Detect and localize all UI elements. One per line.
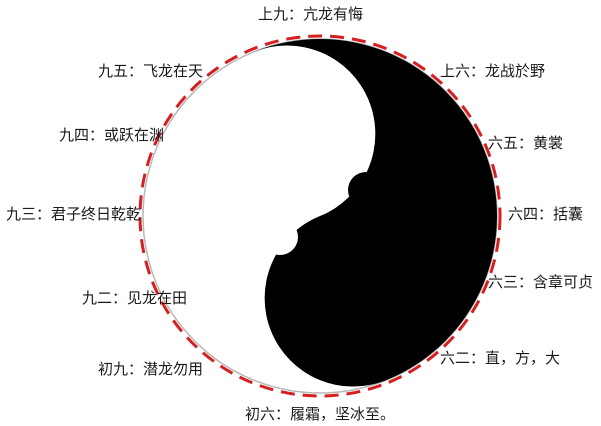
top-yao-label: 上九：亢龙有悔 xyxy=(258,5,364,23)
left-yao-label-1: 九五：飞龙在天 xyxy=(97,62,203,80)
yin-dot-in-yang xyxy=(348,172,384,208)
yang-dot-in-yin xyxy=(262,219,298,255)
left-yao-label-5: 初九：潜龙勿用 xyxy=(97,360,203,378)
yin-swirl xyxy=(253,39,497,387)
left-yao-label-4: 九二：见龙在田 xyxy=(81,289,187,307)
right-yao-label-5: 六二：直，方，大 xyxy=(440,349,561,367)
right-yao-label-2: 六五：黄裳 xyxy=(488,134,564,152)
right-yao-label-3: 六四：括囊 xyxy=(508,205,584,223)
red-dashed-ring xyxy=(138,34,502,398)
bottom-yao-label: 初六：履霜，坚冰至。 xyxy=(245,405,396,423)
left-yao-label-3: 九三：君子终日乾乾 xyxy=(5,205,141,223)
right-yao-label-1: 上六：龙战於野 xyxy=(440,62,546,80)
left-yao-label-2: 九四：或跃在渊 xyxy=(58,126,164,144)
right-yao-label-4: 六三：含章可贞 xyxy=(488,273,594,291)
